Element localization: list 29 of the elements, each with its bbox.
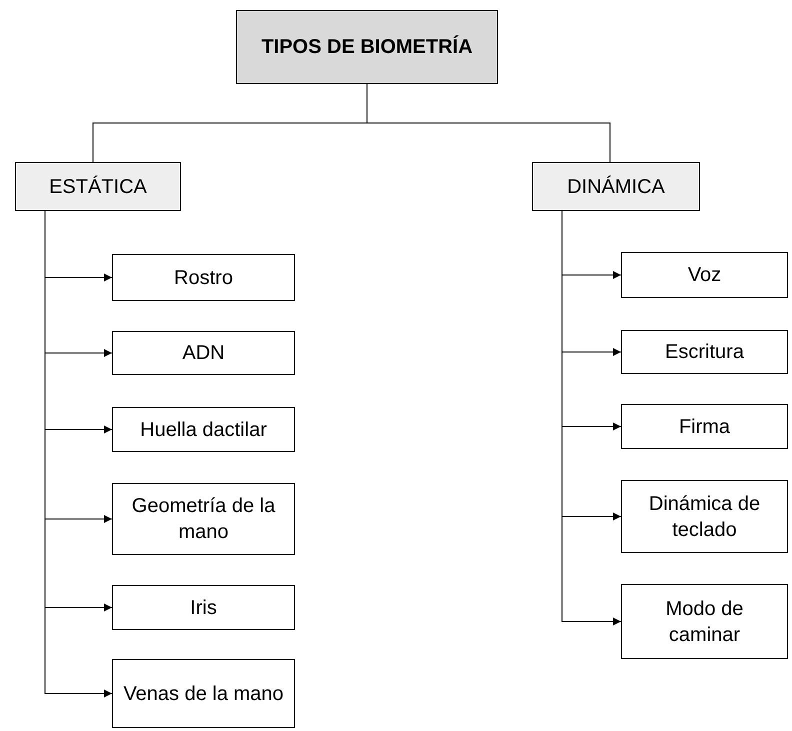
box-label: ESTÁTICA (49, 174, 147, 200)
box-label: ADN (182, 341, 225, 366)
item-box (112, 659, 295, 728)
box-label: Huella dactilar (140, 418, 267, 442)
box-label: Iris (190, 596, 217, 620)
item-box (112, 331, 295, 375)
box-label: DINÁMICA (567, 174, 665, 200)
title-box (236, 10, 498, 84)
box-label: Rostro (174, 266, 233, 290)
box-label: Geometría de la mano (130, 494, 276, 545)
box-label: Modo de caminar (664, 596, 744, 648)
box-label: Venas de la mano (123, 682, 284, 706)
item-box (621, 584, 788, 659)
box-label: Firma (678, 414, 730, 440)
item-box (112, 483, 295, 555)
item-box (112, 407, 295, 452)
item-box (621, 480, 788, 553)
box-label: Dinámica de teclado (648, 492, 762, 542)
item-box (621, 330, 788, 374)
category-box (15, 162, 181, 211)
category-box (532, 162, 700, 211)
item-box (621, 404, 788, 449)
box-label: Voz (688, 263, 722, 288)
connector-line (366, 84, 610, 162)
item-box (621, 252, 788, 298)
item-box (112, 585, 295, 630)
box-label: TIPOS DE BIOMETRÍA (261, 34, 473, 60)
box-label: Escritura (665, 340, 744, 365)
item-box (112, 254, 295, 301)
